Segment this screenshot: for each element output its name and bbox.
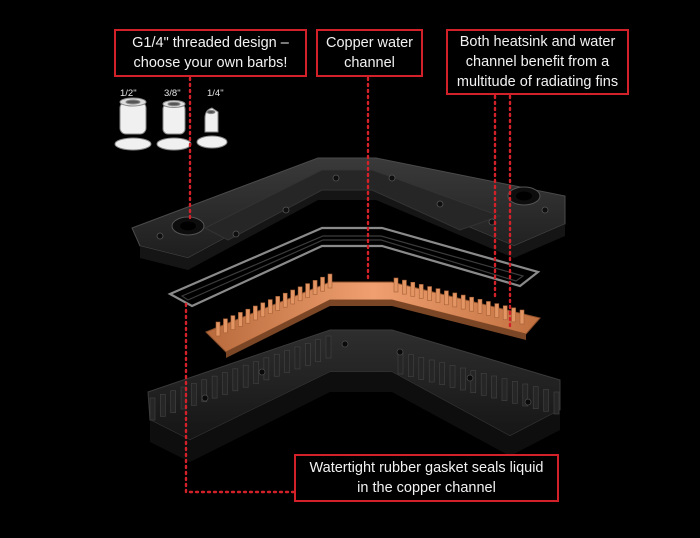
heatsink-fin <box>480 373 487 396</box>
heatsink-fin <box>553 391 560 415</box>
callout-radiating-fins: Both heatsink and water channel benefit … <box>446 29 629 95</box>
heatsink-fin <box>512 381 518 404</box>
callout-threaded-line1: G1/4" threaded design – <box>132 35 289 51</box>
callout-threaded-line2: choose your own barbs! <box>133 55 288 71</box>
copper-fin <box>267 299 273 314</box>
heatsink-fin <box>439 362 445 385</box>
barb-half-inch-icon <box>114 97 152 151</box>
heatsink-fin <box>501 378 508 401</box>
barb-label-quarter-inch: 1/4" <box>207 88 224 99</box>
copper-fin <box>519 309 525 325</box>
heatsink-fin <box>222 372 228 395</box>
copper-fin <box>305 283 310 298</box>
barb-three-eighths-icon <box>156 100 192 151</box>
copper-fin <box>327 273 333 289</box>
copper-fin <box>275 296 281 311</box>
copper-fin <box>502 305 508 321</box>
copper-fin <box>393 277 399 293</box>
callout-fins-line2: channel benefit from a <box>465 54 610 70</box>
leader-gasket <box>184 298 296 494</box>
copper-fin <box>282 292 288 308</box>
heatsink-fin <box>408 354 414 377</box>
callout-copper-channel: Copper water channel <box>316 29 423 77</box>
copper-fin <box>477 299 483 314</box>
heatsink-base <box>147 329 561 462</box>
barb-label-three-eighths: 3/8" <box>164 88 181 99</box>
callout-threaded-design: G1/4" threaded design – choose your own … <box>114 29 307 77</box>
heatsink-fin <box>232 368 239 392</box>
copper-water-channel <box>205 273 541 358</box>
copper-fin <box>223 318 228 334</box>
heatsink-fin <box>149 397 156 421</box>
heatsink-fin <box>543 389 549 412</box>
heatsink-fin <box>273 353 280 377</box>
heatsink-fin <box>449 365 456 388</box>
heatsink-fin <box>428 359 435 383</box>
callout-copper-line2: channel <box>344 55 395 71</box>
heatsink-fin <box>325 335 332 359</box>
copper-fin <box>452 292 458 308</box>
copper-fin <box>444 290 449 306</box>
heatsink-fin <box>284 350 290 373</box>
copper-fin <box>418 284 424 299</box>
copper-fin <box>215 321 221 337</box>
heatsink-fin <box>180 386 187 410</box>
callout-gasket-line2: in the copper channel <box>357 480 496 496</box>
heatsink-fin <box>491 375 497 399</box>
copper-fin <box>320 276 325 292</box>
heatsink-fin <box>170 390 177 414</box>
copper-fin-array <box>215 273 525 337</box>
heatsink-fin <box>191 383 197 406</box>
callout-fins-line1: Both heatsink and water <box>459 34 616 50</box>
callout-rubber-gasket: Watertight rubber gasket seals liquid in… <box>294 454 559 502</box>
copper-fin <box>230 315 236 330</box>
rubber-gasket <box>167 226 541 308</box>
copper-fin <box>511 307 516 323</box>
heatsink-fin <box>160 394 166 417</box>
barb-label-half-inch: 1/2" <box>120 88 137 99</box>
copper-fin <box>290 289 295 305</box>
copper-fin <box>253 305 258 321</box>
callout-fins-line3: multitude of radiating fins <box>456 74 619 90</box>
copper-fin <box>245 308 251 324</box>
copper-fin <box>427 286 432 301</box>
heatsink-fin <box>304 342 311 366</box>
heatsink-fin <box>294 346 301 370</box>
copper-fin <box>402 279 407 295</box>
copper-fin <box>494 303 500 318</box>
heatsink-fin <box>532 386 539 409</box>
copper-fin <box>297 286 303 302</box>
callout-gasket-line1: Watertight rubber gasket seals liquid <box>309 460 544 476</box>
copper-fin <box>469 296 474 312</box>
barb-quarter-inch-icon <box>196 107 228 149</box>
heatsink-fin <box>418 357 425 380</box>
copper-fin <box>460 294 466 310</box>
heatsink-fin <box>201 379 208 403</box>
top-cover-plate <box>131 157 566 270</box>
copper-fin <box>410 281 416 297</box>
heatsink-fin <box>211 375 218 399</box>
heatsink-fin <box>263 357 270 381</box>
copper-fin <box>238 312 243 327</box>
leader-lines <box>184 76 512 494</box>
callout-copper-line1: Copper water <box>325 35 414 51</box>
heatsink-fin <box>522 383 529 407</box>
copper-fin <box>435 288 441 303</box>
heatsink-fin <box>460 367 466 391</box>
heatsink-fin <box>242 364 249 388</box>
heatsink-fin <box>253 361 259 384</box>
heatsink-fin <box>470 370 477 393</box>
copper-fin <box>260 302 266 318</box>
copper-fin <box>312 280 318 295</box>
heatsink-fin <box>315 339 321 362</box>
heatsink-fin-array <box>149 335 560 421</box>
copper-fin <box>486 301 491 316</box>
